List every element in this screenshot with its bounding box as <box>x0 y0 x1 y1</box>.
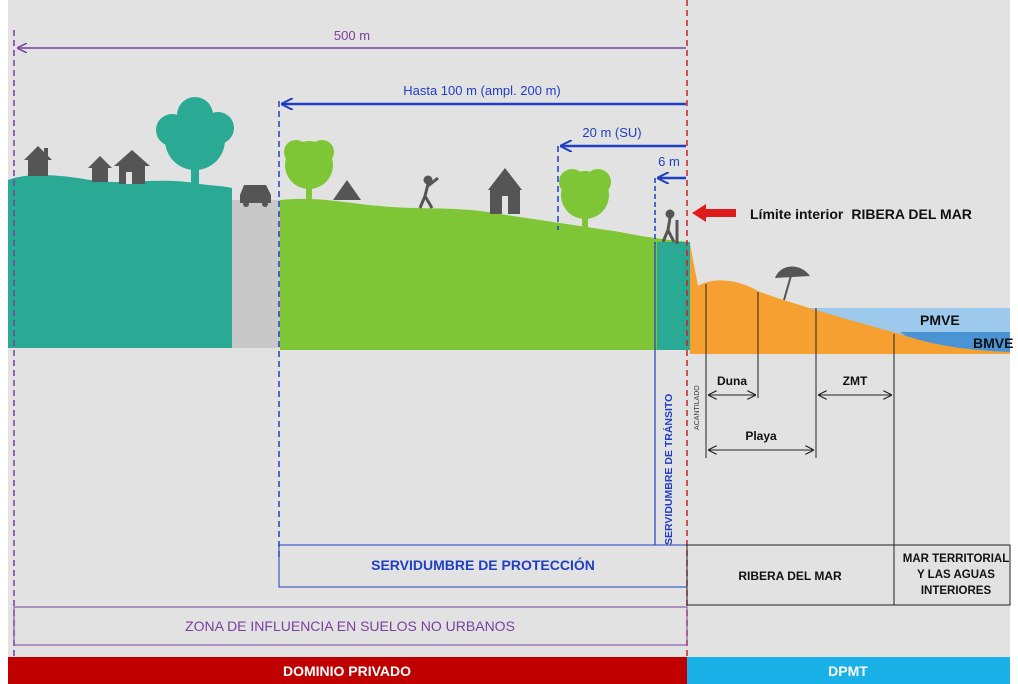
red-arrow-icon <box>692 204 736 222</box>
left-margin <box>0 0 8 684</box>
dominio-privado-band <box>8 657 687 684</box>
label-mar-line2: Y LAS AGUAS <box>917 569 995 581</box>
label-bmve: BMVE <box>973 335 1013 351</box>
car-icon <box>240 185 271 207</box>
label-zmt: ZMT <box>843 374 868 388</box>
house-icon <box>114 150 150 184</box>
label-dominio-privado: DOMINIO PRIVADO <box>283 663 411 679</box>
label-acantilado: ACANTILADO <box>694 385 701 430</box>
tent-icon <box>333 180 361 200</box>
right-margin <box>1010 0 1018 684</box>
teal-land <box>8 175 232 348</box>
label-mar-line3: INTERIORES <box>921 585 992 597</box>
road <box>232 200 280 348</box>
hiker-icon <box>661 209 679 244</box>
circus-tent-icon <box>488 168 522 214</box>
label-500m: 500 m <box>334 28 370 43</box>
label-servidumbre-transito: SERVIDUMBRE DE TRÁNSITO <box>662 394 675 545</box>
label-duna: Duna <box>717 374 747 388</box>
label-6m: 6 m <box>658 154 680 169</box>
label-servidumbre-proteccion: SERVIDUMBRE DE PROTECCIÓN <box>371 556 595 573</box>
dpmt-band <box>687 657 1010 684</box>
tree-icon <box>284 140 334 200</box>
house-icon <box>24 146 52 176</box>
label-20m: 20 m (SU) <box>582 125 641 140</box>
cliff-strip <box>657 242 690 350</box>
label-pmve: PMVE <box>920 312 960 328</box>
beach <box>690 244 1010 354</box>
limite-prefix: Límite interior <box>750 206 844 222</box>
label-ribera-del-mar: RIBERA DEL MAR <box>738 569 842 583</box>
house-icon <box>88 156 112 182</box>
label-zona-influencia: ZONA DE INFLUENCIA EN SUELOS NO URBANOS <box>185 618 515 634</box>
limite-main: RIBERA DEL MAR <box>851 206 972 222</box>
golfer-icon <box>418 175 439 209</box>
label-limite-interior: Límite interior RIBERA DEL MAR <box>750 206 972 222</box>
zona-influencia-box <box>13 606 688 646</box>
label-100m: Hasta 100 m (ampl. 200 m) <box>403 83 561 98</box>
green-land <box>280 198 690 350</box>
label-dpmt: DPMT <box>828 663 868 679</box>
label-mar-line1: MAR TERRITORIAL <box>903 553 1009 565</box>
label-playa: Playa <box>745 429 777 443</box>
tree-icon <box>156 97 234 190</box>
beach-umbrella-icon <box>775 266 810 301</box>
mar-territorial-box <box>893 544 1011 606</box>
tree-icon <box>559 169 611 230</box>
